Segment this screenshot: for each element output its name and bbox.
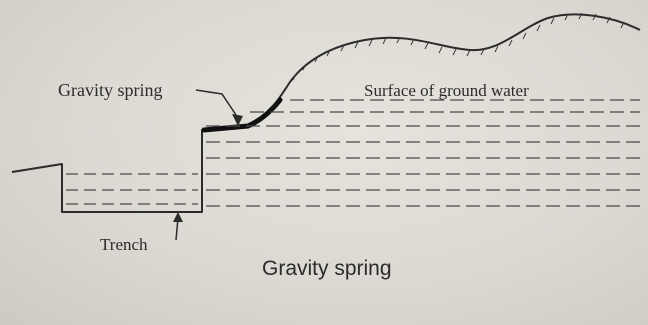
ground-profile: [11, 13, 641, 213]
label-trench: Trench: [100, 235, 148, 254]
diagram-caption: Gravity spring: [262, 257, 392, 280]
label-surface-of-ground-water: Surface of ground water: [364, 81, 529, 100]
gravity-spring-arrowhead: [232, 114, 243, 126]
soil-hatching: [292, 12, 625, 81]
groundwater-lines-trench: [66, 173, 198, 205]
label-gravity-spring: Gravity spring: [58, 80, 162, 100]
trench-arrowhead: [173, 212, 183, 222]
gravity-spring-leader: [195, 89, 239, 119]
groundwater-lines-right: [206, 99, 640, 207]
